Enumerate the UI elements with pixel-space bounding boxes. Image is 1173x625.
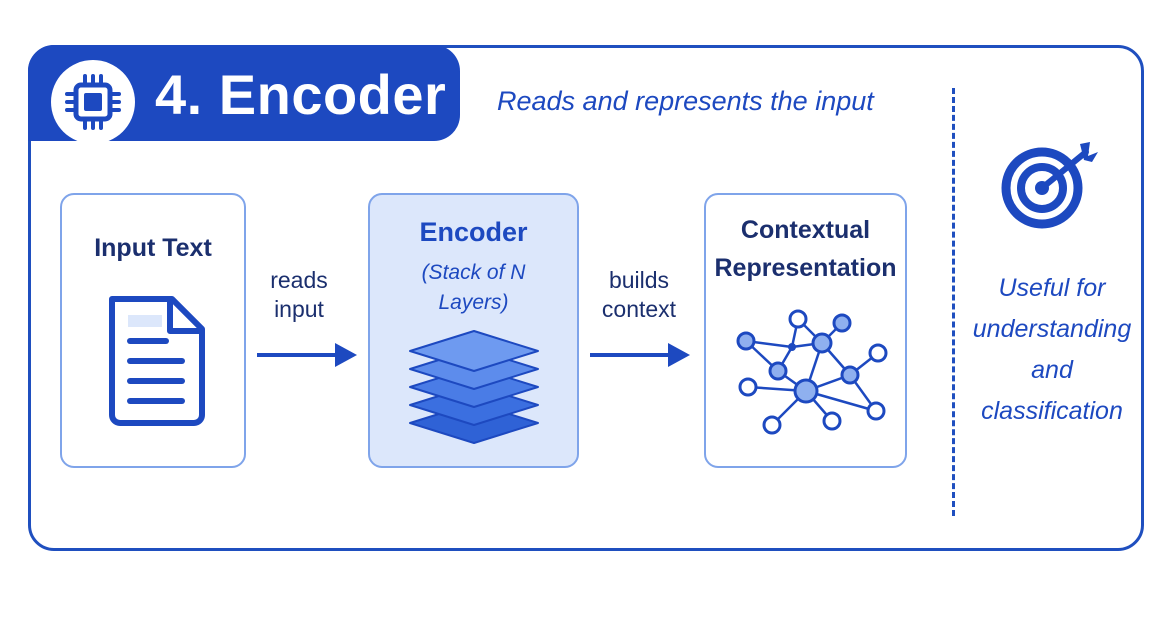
page-subtitle: Reads and represents the input <box>497 86 874 116</box>
target-icon <box>1001 142 1098 229</box>
context-title-line1: Contextual <box>740 216 871 244</box>
encoder-panel <box>28 45 1144 551</box>
encoder-box: Encoder (Stack of N Layers) <box>368 193 579 468</box>
network-icon <box>736 309 888 435</box>
encoder-sub-line2: Layers) <box>438 291 509 314</box>
side-note-line4: classification <box>981 397 1123 425</box>
chip-icon <box>51 60 135 144</box>
right-arrow-icon <box>257 343 357 367</box>
arrow1-line2: input <box>274 296 324 322</box>
side-note-line3: and <box>1031 356 1073 384</box>
reads-input-label: reads input <box>262 266 336 324</box>
right-arrow-icon <box>590 343 690 367</box>
arrow2-line1: builds <box>608 267 670 293</box>
encoder-sub-line1: (Stack of N <box>421 261 526 284</box>
layers-icon <box>409 330 539 444</box>
page-title: 4. Encoder <box>155 63 447 126</box>
usefulness-note: Useful for understanding and classificat… <box>966 268 1138 432</box>
encoder-box-title: Encoder <box>419 217 528 247</box>
arrow2-line2: context <box>601 296 677 322</box>
contextual-representation-box: Contextual Representation <box>704 193 907 468</box>
document-icon <box>109 296 205 426</box>
context-title-line2: Representation <box>714 254 897 282</box>
input-text-box: Input Text <box>60 193 246 468</box>
input-text-title: Input Text <box>94 234 212 262</box>
side-note-line2: understanding <box>972 315 1132 343</box>
arrow1-line1: reads <box>270 267 328 293</box>
dashed-divider <box>952 88 955 516</box>
side-note-line1: Useful for <box>998 274 1106 302</box>
builds-context-label: builds context <box>596 266 682 324</box>
